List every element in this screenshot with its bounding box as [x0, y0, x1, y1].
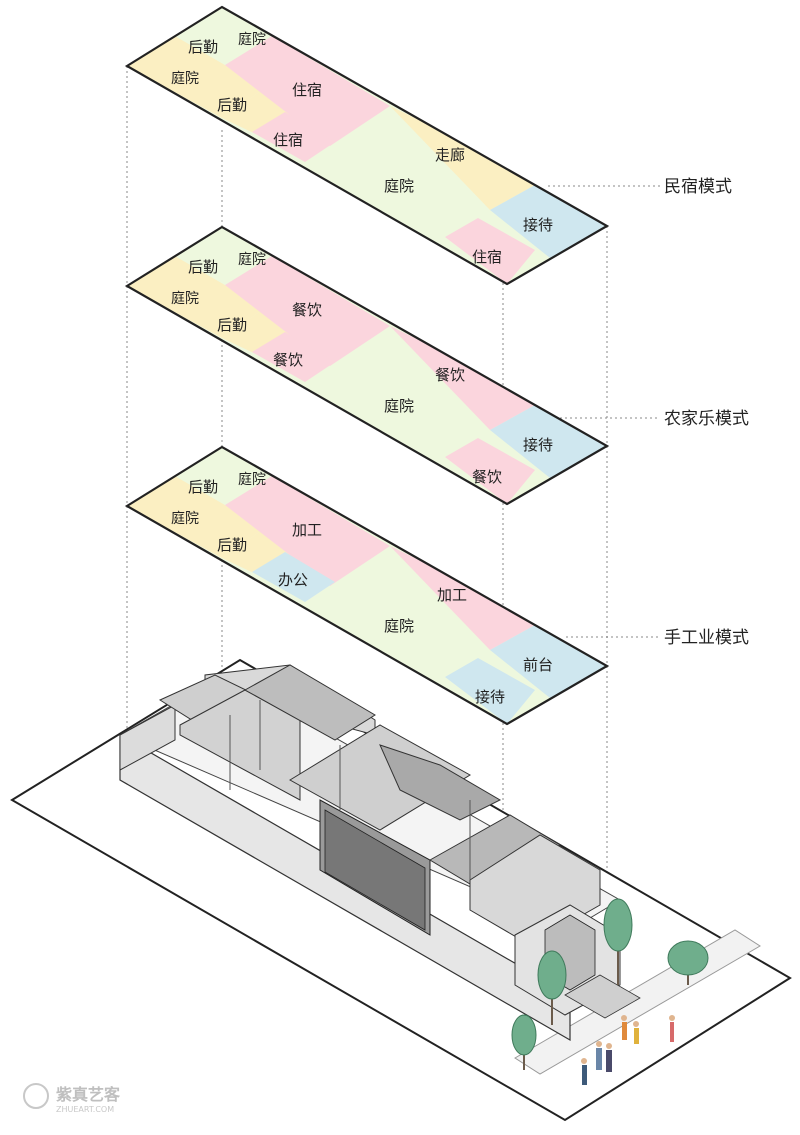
- projection-lines: [126, 66, 660, 1000]
- zone-label: 餐饮: [472, 468, 502, 486]
- building-block: [429, 814, 561, 891]
- building-model: [118, 664, 641, 1042]
- zone-corridor: [390, 546, 535, 650]
- zone-reception: [490, 405, 607, 478]
- zone-label: 接待: [475, 688, 505, 706]
- zone-small: [445, 218, 535, 284]
- tree-canopy: [667, 940, 709, 976]
- person-head: [596, 1041, 602, 1047]
- person-head: [606, 1043, 612, 1049]
- zone-corridor: [390, 326, 535, 430]
- zone-label: 走廊: [435, 146, 465, 164]
- person: [634, 1028, 639, 1044]
- person: [582, 1065, 587, 1085]
- watermark: 紫真艺客 ZHUEART.COM: [23, 1083, 121, 1114]
- zone-label: 庭院: [171, 290, 199, 307]
- zone-label: 庭院: [238, 251, 266, 268]
- zone-label: 餐饮: [292, 301, 322, 319]
- zone-label: 前台: [523, 656, 553, 674]
- floor-outline: [124, 225, 610, 506]
- person-head: [633, 1021, 639, 1027]
- zone-label: 庭院: [384, 397, 414, 415]
- floor-plan-handicraft: 后勤 庭院 庭院 后勤 加工 办公 加工 庭院 前台 接待: [124, 445, 610, 726]
- person: [606, 1050, 612, 1072]
- building-block: [119, 704, 176, 771]
- watermark-brand: 紫真艺客: [56, 1085, 121, 1104]
- zone-small: [445, 438, 535, 504]
- person-head: [581, 1058, 587, 1064]
- zone-label: 庭院: [384, 617, 414, 635]
- zone-label: 后勤: [188, 258, 218, 276]
- building-block: [179, 689, 301, 801]
- zone-main: [225, 256, 390, 366]
- zone-main: [225, 476, 390, 586]
- zone-label: 餐饮: [273, 351, 303, 369]
- person: [670, 1022, 674, 1042]
- zone-small: [445, 658, 535, 724]
- floor-plan-homestay: 后勤 庭院 庭院 后勤 住宿 住宿 走廊 庭院 接待 住宿: [124, 5, 610, 286]
- zone-label: 庭院: [171, 510, 199, 527]
- tree: [511, 1014, 537, 1070]
- zone-label: 餐饮: [435, 366, 465, 384]
- zone-label: 庭院: [238, 31, 266, 48]
- zone-label: 后勤: [188, 38, 218, 56]
- mode-label-homestay: 民宿模式: [664, 177, 732, 197]
- person: [596, 1048, 602, 1070]
- building-glazing-inner: [324, 809, 426, 931]
- floor-plan-farmstay: 后勤 庭院 庭院 后勤 餐饮 餐饮 餐饮 庭院 接待 餐饮: [124, 225, 610, 506]
- zone-label: 住宿: [292, 81, 322, 99]
- floor-outline: [124, 445, 610, 726]
- person-head: [621, 1015, 627, 1021]
- zone-office: [252, 552, 335, 602]
- entrance-steps: [564, 974, 641, 1019]
- zone-corridor: [390, 106, 535, 210]
- zone-label: 住宿: [273, 131, 303, 149]
- zone-main-2: [252, 332, 335, 382]
- zone-label: 接待: [523, 436, 553, 454]
- zone-main: [225, 36, 390, 146]
- tree-canopy: [511, 1014, 537, 1056]
- zone-label: 加工: [437, 586, 467, 604]
- zone-label: 接待: [523, 216, 553, 234]
- watermark-sub: ZHUEART.COM: [56, 1105, 114, 1114]
- person-head: [669, 1015, 675, 1021]
- zone-label: 后勤: [217, 316, 247, 334]
- building-roof: [243, 664, 376, 741]
- mode-label-handicraft: 手工业模式: [664, 628, 749, 648]
- zone-label: 庭院: [171, 70, 199, 87]
- zone-houqin: [127, 36, 265, 118]
- person: [622, 1022, 627, 1040]
- trees: [511, 898, 709, 1070]
- zone-label: 办公: [278, 571, 308, 589]
- tree-canopy: [537, 950, 567, 1000]
- zone-label: 住宿: [472, 248, 502, 266]
- zone-label: 后勤: [217, 96, 247, 114]
- mode-label-farmstay: 农家乐模式: [664, 409, 749, 429]
- zone-label: 后勤: [217, 536, 247, 554]
- zone-label: 庭院: [238, 471, 266, 488]
- zone-houqin: [127, 476, 265, 558]
- floor-outline: [124, 5, 610, 286]
- tree: [537, 950, 567, 1025]
- zone-main-2: [252, 112, 335, 162]
- tree: [667, 940, 709, 985]
- zone-reception: [490, 625, 607, 698]
- zone-label: 加工: [292, 521, 322, 539]
- watermark-logo-icon: [23, 1083, 49, 1109]
- people: [581, 1015, 675, 1085]
- zone-label: 庭院: [384, 177, 414, 195]
- tree-canopy: [603, 898, 633, 952]
- zone-label: 后勤: [188, 478, 218, 496]
- building-mezzanine: [289, 724, 471, 831]
- zone-houqin: [127, 256, 265, 338]
- tree: [603, 898, 633, 985]
- zone-reception: [490, 185, 607, 258]
